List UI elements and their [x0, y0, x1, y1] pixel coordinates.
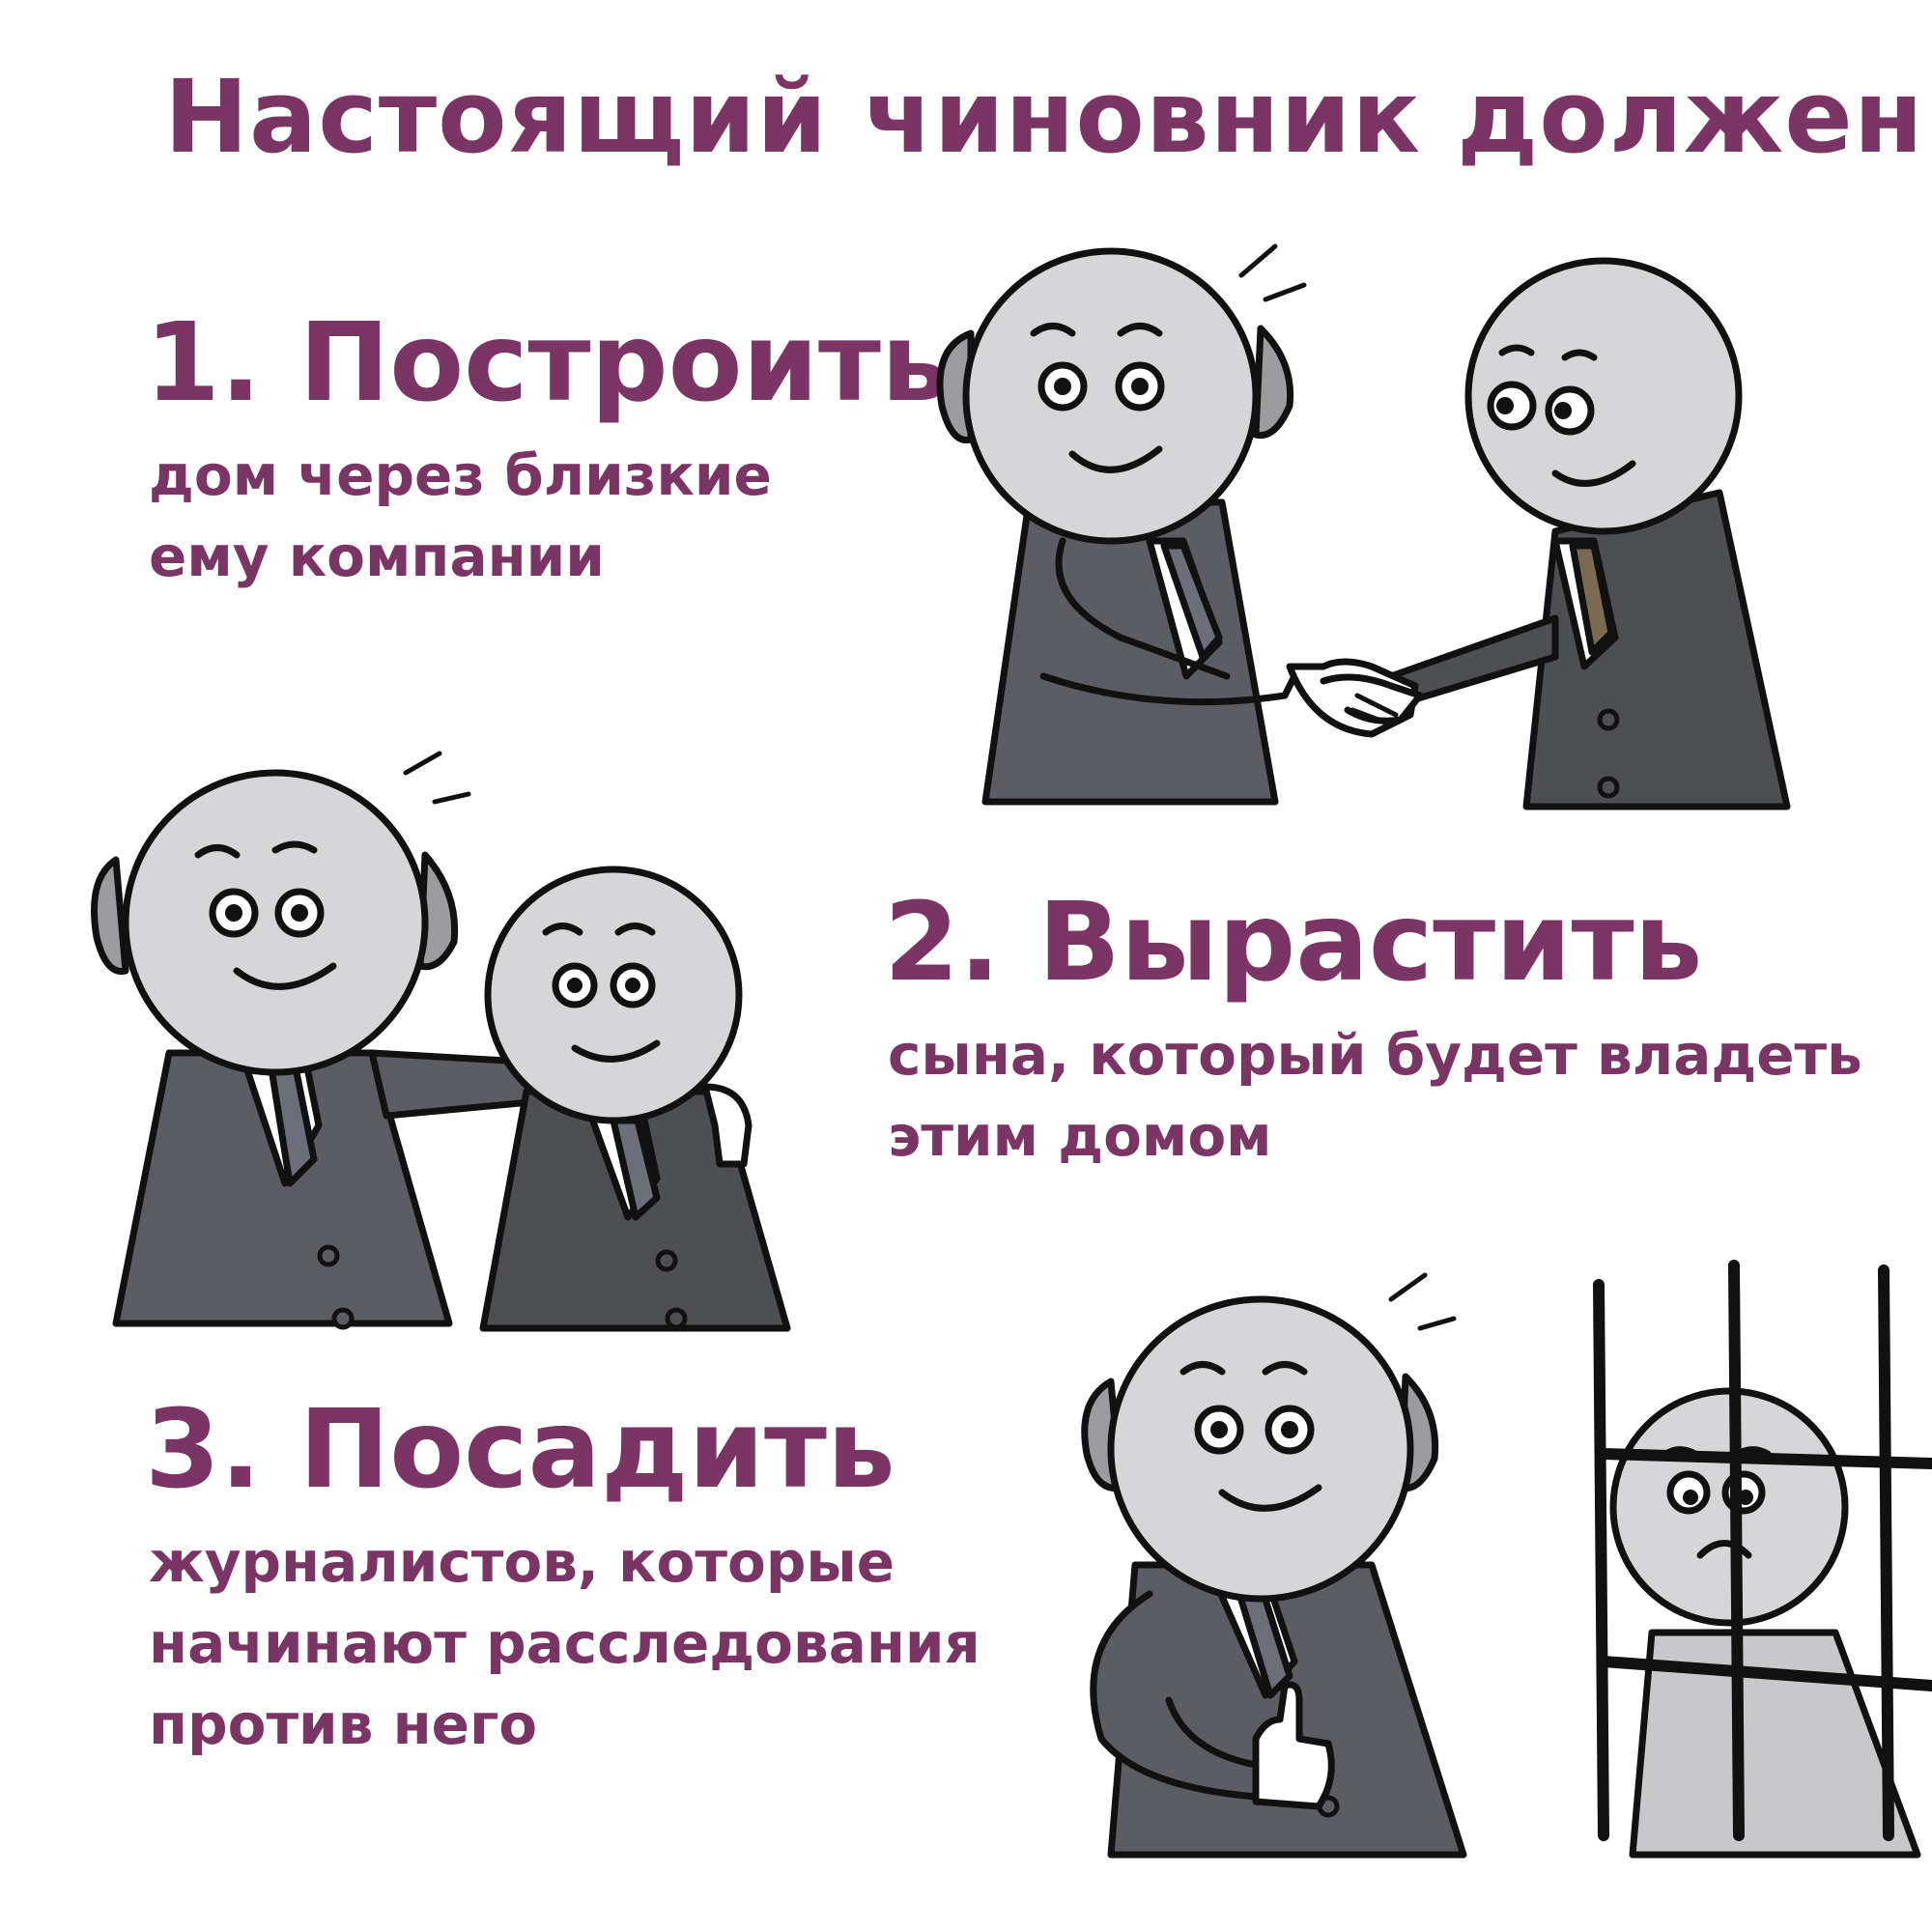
son-figure	[479, 866, 791, 1332]
businessman-head	[1464, 257, 1743, 535]
page-title: Настоящий чиновник должен	[164, 58, 1924, 176]
step-build: 1. Построить дом через близкие ему компа…	[145, 309, 950, 597]
jailed-journalist-figure	[1609, 1387, 1921, 1859]
official-figure	[936, 243, 1307, 806]
step-build-line-1: дом через близкие	[149, 442, 772, 508]
step-raise-line-2: этим домом	[888, 1103, 1272, 1170]
father-head	[122, 769, 429, 1076]
step-jail-heading: 3. Посадить	[145, 1387, 895, 1513]
step-jail-line-2: начинают расследования	[149, 1610, 980, 1677]
step-raise: 2. Вырастить сына, который будет владеть…	[884, 889, 1862, 1177]
step-raise-heading: 2. Вырастить	[884, 880, 1703, 1006]
thumbs-up-icon	[1252, 1681, 1335, 1810]
handshake-scene	[936, 243, 1791, 810]
businessman-figure	[1387, 257, 1791, 810]
step-jail-description: журналистов, которые начинают расследова…	[149, 1521, 980, 1765]
hand-on-shoulder-icon	[701, 1083, 753, 1168]
prison-scene	[1081, 1260, 1932, 1859]
step-jail: 3. Посадить журналистов, которые начинаю…	[145, 1396, 980, 1765]
official-thumbs-up-figure	[1081, 1272, 1467, 1859]
step-jail-line-3: против него	[149, 1691, 538, 1758]
step-jail-line-1: журналистов, которые	[149, 1529, 895, 1595]
brown-tie	[1569, 542, 1615, 656]
step-build-heading: 1. Построить	[145, 300, 950, 426]
step-raise-line-1: сына, который будет владеть	[888, 1022, 1862, 1088]
official-head	[962, 247, 1260, 545]
step-raise-description: сына, который будет владеть этим домом	[888, 1014, 1862, 1177]
official-thumbs-up-head	[1107, 1295, 1414, 1603]
prison-bars	[1593, 1260, 1932, 1841]
father-son-scene	[91, 751, 791, 1332]
step-build-description: дом через близкие ему компании	[149, 435, 950, 597]
handshake-icon	[1286, 658, 1424, 738]
step-build-line-2: ему компании	[149, 524, 605, 590]
